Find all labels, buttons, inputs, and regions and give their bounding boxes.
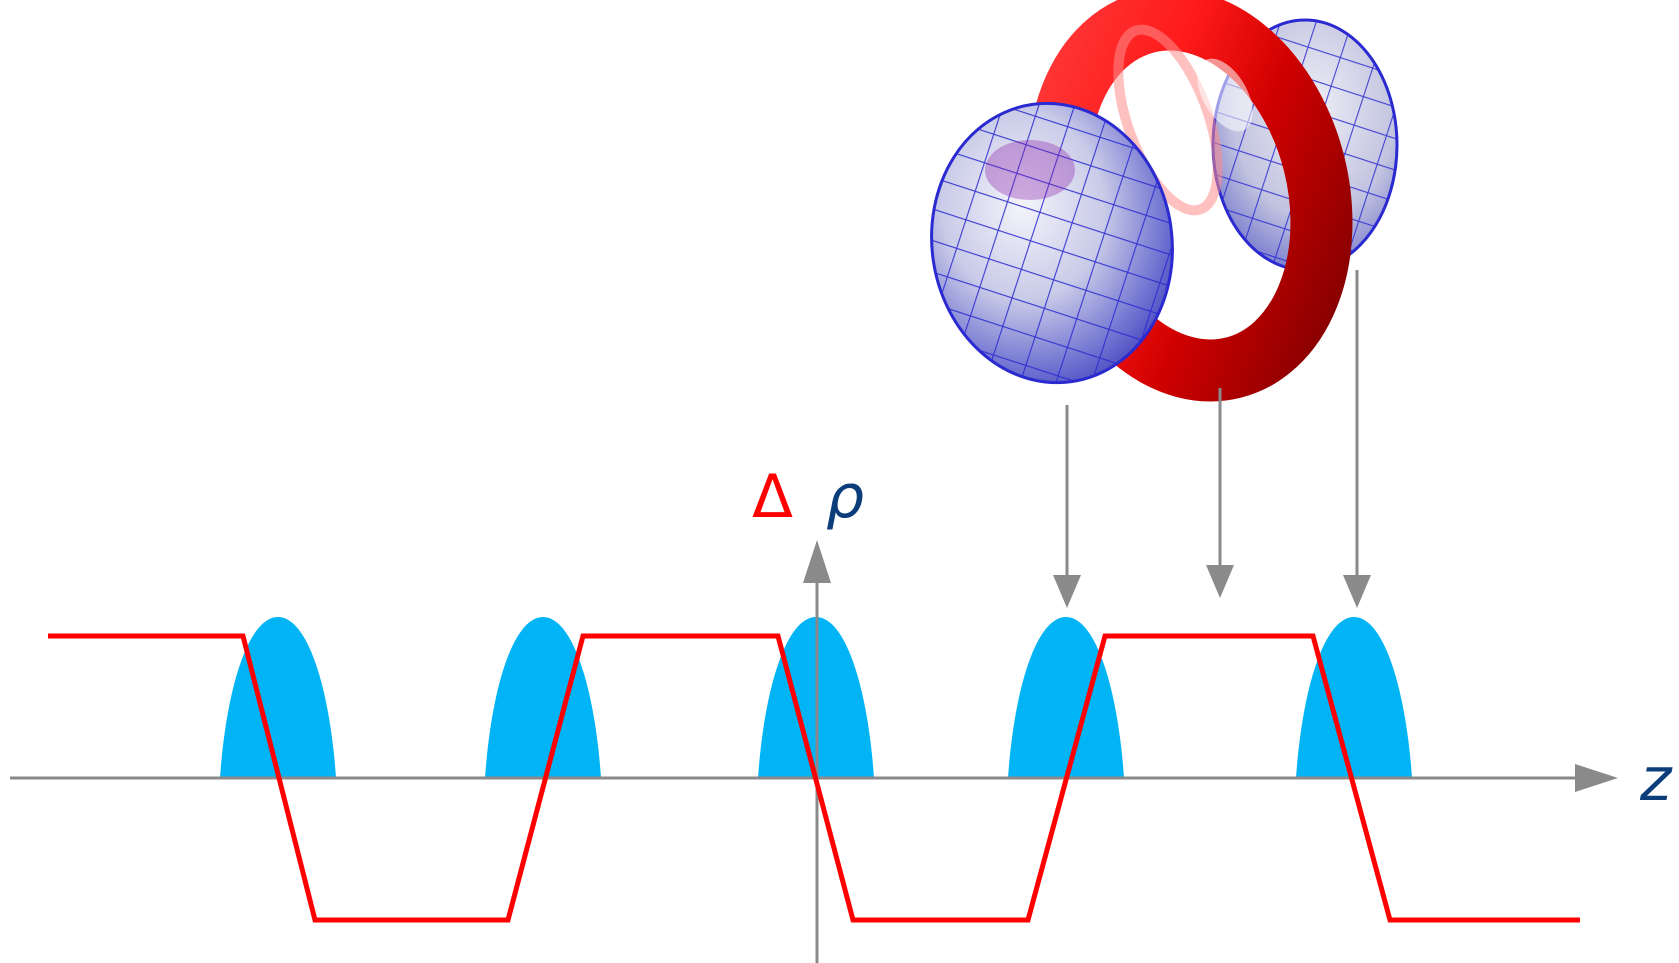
rho-label: ρ <box>826 462 864 532</box>
arrow-right-lobe-head <box>1343 575 1371 608</box>
density-peak <box>220 617 336 778</box>
orbital-illustration <box>914 0 1410 399</box>
vertical-axis-arrowhead <box>803 540 831 583</box>
density-peak <box>1008 617 1124 778</box>
z-axis-arrowhead <box>1575 764 1618 792</box>
arrow-left-lobe-head <box>1053 575 1081 608</box>
arrow-torus-head <box>1206 565 1234 598</box>
z-axis-label: z <box>1639 745 1673 815</box>
delta-label: Δ <box>752 462 793 532</box>
